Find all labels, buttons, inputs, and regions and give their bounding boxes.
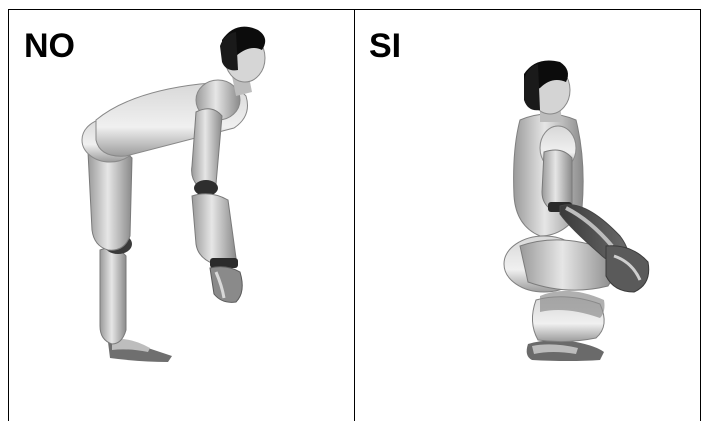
figure-correct-squatting [504,61,649,362]
figure-incorrect-bending [82,27,265,362]
